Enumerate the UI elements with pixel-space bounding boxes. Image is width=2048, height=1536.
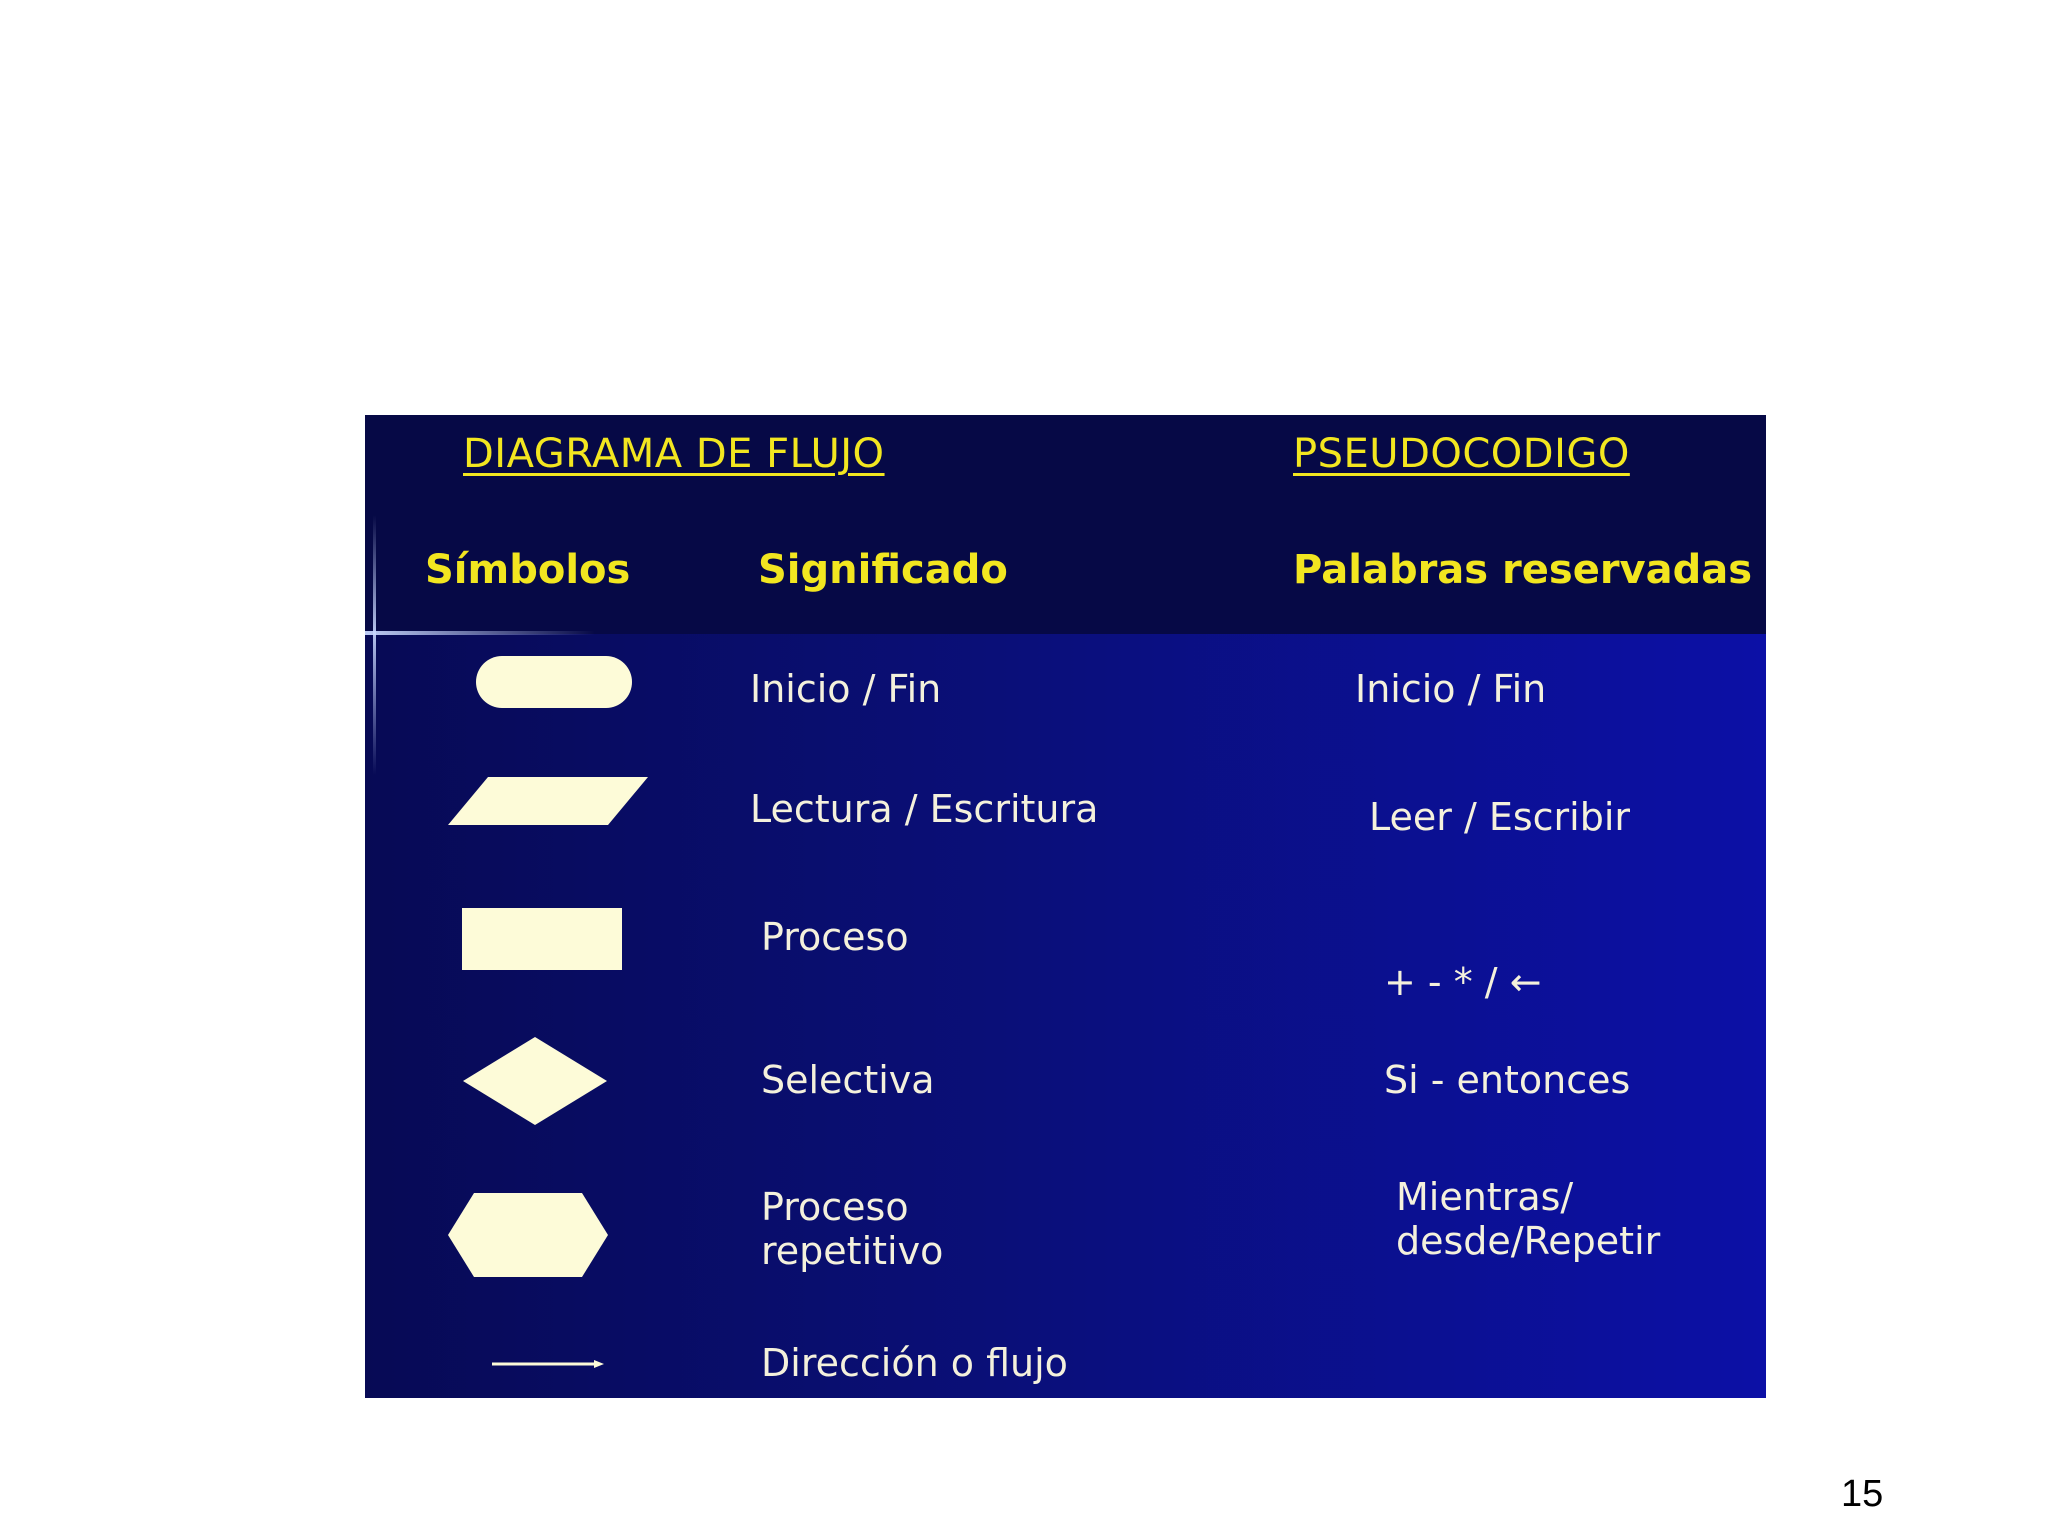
meaning-column-header: Significado bbox=[758, 547, 1008, 593]
page-number: 15 bbox=[1841, 1473, 1884, 1515]
symbols-table-panel: DIAGRAMA DE FLUJO PSEUDOCODIGO Símbolos … bbox=[365, 415, 1766, 1398]
sparkle-decoration-vertical bbox=[373, 515, 376, 775]
flowchart-title: DIAGRAMA DE FLUJO bbox=[463, 431, 885, 477]
meaning-repetitive-line1: Proceso bbox=[761, 1185, 909, 1229]
reserved-loop-line2: desde/Repetir bbox=[1396, 1219, 1661, 1263]
reserved-operators: + - * / ← bbox=[1384, 960, 1542, 1004]
meaning-process: Proceso bbox=[761, 915, 909, 959]
terminal-icon bbox=[476, 656, 632, 708]
parallelogram-icon bbox=[448, 777, 648, 825]
hexagon-icon bbox=[448, 1193, 608, 1277]
sparkle-decoration bbox=[365, 631, 595, 635]
header-band bbox=[365, 415, 1766, 634]
meaning-read-write: Lectura / Escritura bbox=[750, 787, 1099, 831]
diamond-icon bbox=[463, 1037, 607, 1125]
reserved-words-column-header: Palabras reservadas bbox=[1293, 547, 1753, 593]
reserved-if-then: Si - entonces bbox=[1384, 1058, 1631, 1102]
rectangle-icon bbox=[462, 908, 622, 970]
reserved-loop-line1: Mientras/ bbox=[1396, 1175, 1574, 1219]
pseudocode-title: PSEUDOCODIGO bbox=[1293, 431, 1630, 477]
arrow-icon bbox=[492, 1360, 604, 1368]
meaning-start-end: Inicio / Fin bbox=[750, 667, 942, 711]
reserved-read-write: Leer / Escribir bbox=[1369, 795, 1631, 839]
meaning-selective: Selectiva bbox=[761, 1058, 935, 1102]
meaning-flow-direction: Dirección o flujo bbox=[761, 1341, 1068, 1385]
symbols-column-header: Símbolos bbox=[425, 547, 631, 593]
meaning-repetitive-line2: repetitivo bbox=[761, 1229, 944, 1273]
reserved-start-end: Inicio / Fin bbox=[1355, 667, 1547, 711]
